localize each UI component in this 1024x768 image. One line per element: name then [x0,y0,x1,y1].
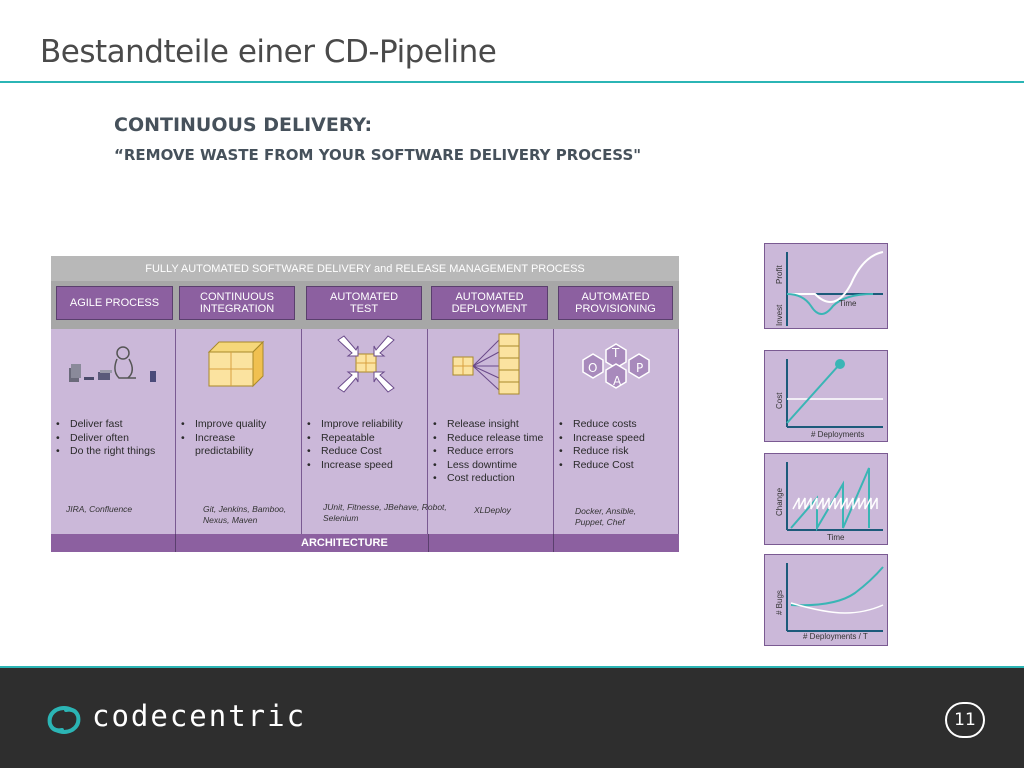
chart-ylabel-invest: Invest [775,304,784,326]
topa-letter-p: P [636,361,644,375]
architecture-row: ARCHITECTURE [51,534,679,552]
list-item: Increase speed [559,432,677,446]
pipeline-matrix: FULLY AUTOMATED SOFTWARE DELIVERY and RE… [51,256,679,552]
bullets-test: Improve reliability Repeatable Reduce Co… [307,418,425,472]
list-item: Cost reduction [433,472,555,486]
list-item: Reduce Cost [559,459,677,473]
list-item: Reduce release time [433,432,555,446]
brand-name: codecentric [92,699,307,733]
chart-xlabel: # Deployments / T [803,632,868,641]
header-automated-provisioning: AUTOMATED PROVISIONING [558,286,673,320]
list-item: Reduce costs [559,418,677,432]
change-time-chart: Change Time [764,453,888,545]
list-item: Increase predictability [181,432,270,459]
test-arrows-icon [337,335,395,393]
headline: CONTINUOUS DELIVERY: [114,114,373,136]
list-item: Improve reliability [307,418,425,432]
list-item: Do the right things [56,445,174,459]
page-title: Bestandteile einer CD-Pipeline [40,34,497,70]
list-item: Improve quality [181,418,296,432]
matrix-banner: FULLY AUTOMATED SOFTWARE DELIVERY and RE… [51,256,679,281]
footer [0,668,1024,768]
tools-provisioning: Docker, Ansible, Puppet, Chef [575,506,637,527]
codecentric-logo-icon [47,706,81,734]
ci-cube-icon [207,340,265,388]
tools-deployment: XLDeploy [474,505,511,515]
footer-divider [0,666,1024,668]
tools-agile: JIRA, Confluence [66,504,133,514]
topa-letter-a: A [613,374,622,388]
header-automated-test: AUTOMATED TEST [306,286,422,320]
page-number: 11 [945,702,985,738]
list-item: Deliver fast [56,418,174,432]
list-item: Deliver often [56,432,174,446]
list-item: Reduce Cost [307,445,425,459]
profit-invest-chart: Profit Invest Time [764,243,888,329]
chart-xlabel: Time [827,533,845,542]
deployment-cubes-icon [452,333,520,395]
subheadline: “REMOVE WASTE FROM YOUR SOFTWARE DELIVER… [114,146,642,164]
header-agile-process: AGILE PROCESS [56,286,173,320]
tools-test: JUnit, Fitnesse, JBehave, Robot, Seleniu… [323,502,447,523]
chart-ylabel-change: Change [775,487,784,516]
bullets-ci: Improve quality Increase predictability [181,418,296,459]
chart-ylabel-cost: Cost [775,392,784,409]
list-item: Increase speed [307,459,425,473]
list-item: Less downtime [433,459,555,473]
bullets-deployment: Release insight Reduce release time Redu… [433,418,555,486]
tools-ci: Git, Jenkins, Bamboo, Nexus, Maven [203,504,287,525]
header-automated-deployment: AUTOMATED DEPLOYMENT [431,286,548,320]
topa-letter-o: O [588,361,598,375]
title-divider [0,81,1024,83]
chart-xlabel: # Deployments [811,430,865,439]
topa-letter-t: T [612,346,620,360]
bullets-provisioning: Reduce costs Increase speed Reduce risk … [559,418,677,472]
architecture-label: ARCHITECTURE [301,537,388,549]
list-item: Repeatable [307,432,425,446]
list-item: Reduce risk [559,445,677,459]
bullets-agile: Deliver fast Deliver often Do the right … [56,418,174,459]
chart-ylabel-bugs: # Bugs [775,590,784,615]
list-item: Release insight [433,418,555,432]
chart-xlabel: Time [839,299,857,308]
topa-hexagon-icon [582,343,650,389]
agile-process-icon [69,346,156,382]
bugs-deployments-chart: # Bugs # Deployments / T [764,554,888,646]
cost-deployments-chart: Cost # Deployments [764,350,888,442]
list-item: Reduce errors [433,445,555,459]
header-continuous-integration: CONTINUOUS INTEGRATION [179,286,295,320]
chart-ylabel-profit: Profit [775,265,784,284]
